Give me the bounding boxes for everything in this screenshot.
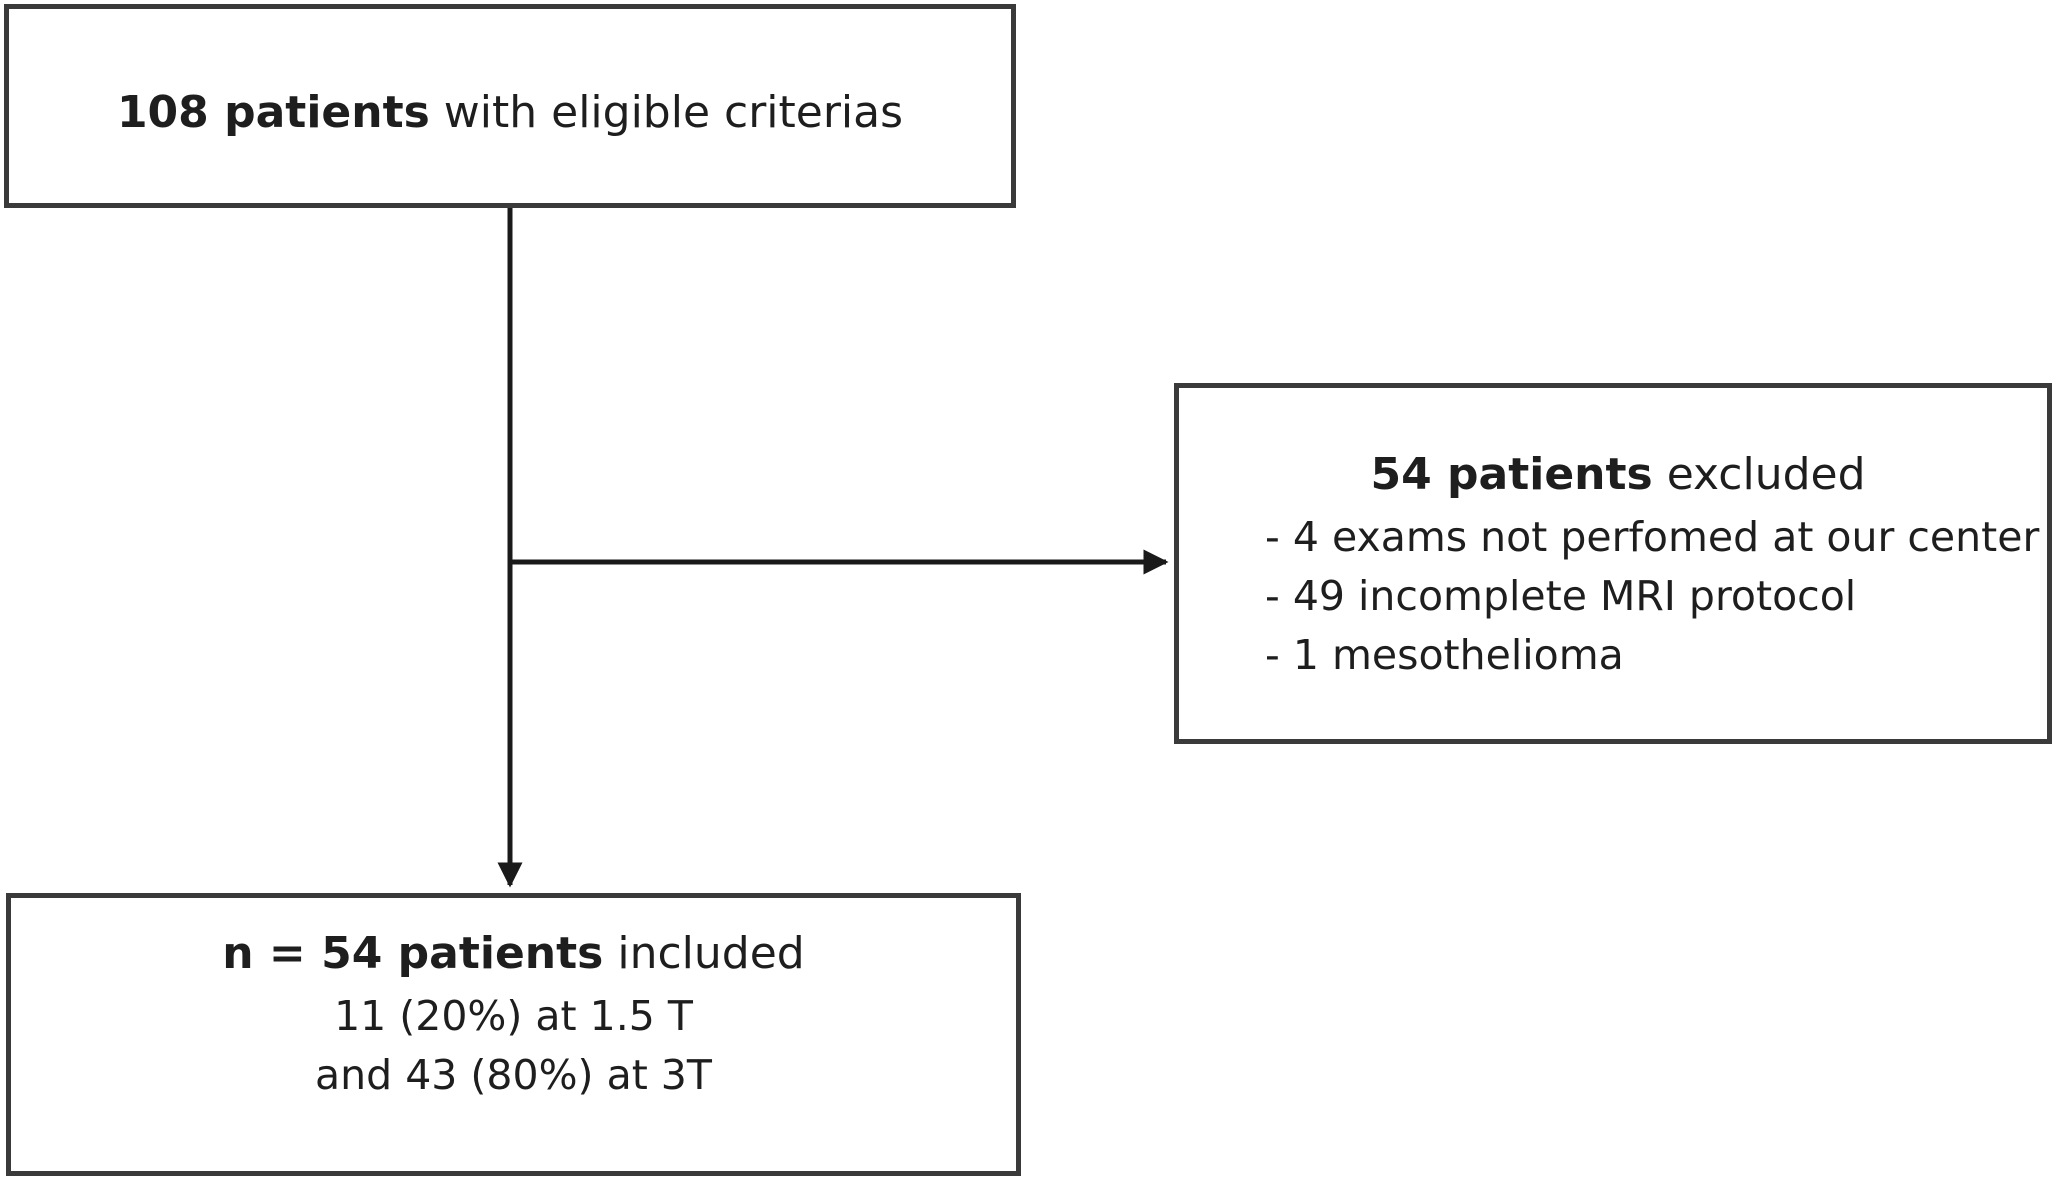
excluded-label: excluded <box>1652 449 1866 500</box>
included-count: n = 54 patients <box>222 928 604 979</box>
exclusion-reason: - 1 mesothelioma <box>1265 631 1624 679</box>
eligible-count: 108 patients <box>116 87 430 138</box>
field-strength-line: and 43 (80%) at 3T <box>315 1051 712 1099</box>
field-strength-line: 11 (20%) at 1.5 T <box>334 992 693 1040</box>
eligible-patients-text: 108 patients with eligible criterias <box>9 91 1011 135</box>
included-label: included <box>603 928 805 979</box>
excluded-heading: 54 patients excluded <box>1179 453 2047 497</box>
excluded-patients-box: 54 patients excluded - 4 exams not perfo… <box>1174 383 2052 744</box>
exclusion-reason: - 4 exams not perfomed at our center <box>1265 513 2040 561</box>
eligible-label: with eligible criterias <box>429 87 904 138</box>
included-heading: n = 54 patients included <box>11 932 1016 976</box>
exclusion-reason: - 49 incomplete MRI protocol <box>1265 572 1857 620</box>
included-patients-box: n = 54 patients included 11 (20%) at 1.5… <box>6 893 1021 1176</box>
eligible-patients-box: 108 patients with eligible criterias <box>4 4 1016 208</box>
excluded-count: 54 patients <box>1370 449 1653 500</box>
